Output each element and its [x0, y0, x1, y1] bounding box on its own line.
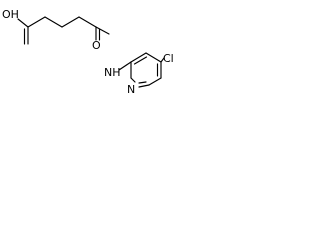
atom-label-nh: NH — [104, 66, 121, 79]
atom-label-carbonyl-o: O — [92, 39, 101, 52]
ring-bond-c6-n-inner — [138, 81, 147, 84]
ring-bond-c5-c6 — [148, 77, 162, 86]
ring-bond-c3-c4 — [145, 52, 162, 63]
bond-chain-4 — [78, 16, 97, 28]
ring-bond-n-side — [130, 77, 136, 83]
ring-bond-c2-c3 — [130, 52, 147, 63]
bond-nh-to-ring — [118, 61, 132, 71]
bond-ring-to-cl — [160, 57, 165, 63]
atom-label-oh: OH — [2, 8, 19, 21]
bond-chain-3 — [61, 16, 80, 28]
bond-chain-2 — [44, 16, 63, 28]
bond-oh-to-carboxyl-carbon — [17, 18, 29, 28]
bond-amide-c-to-nh — [95, 26, 110, 35]
atom-label-ring-n: N — [127, 83, 135, 96]
ring-bond-c6-n — [138, 84, 150, 88]
atom-label-cl: Cl — [163, 52, 174, 65]
bond-chain-1 — [27, 16, 46, 28]
ring-bond-c2-c3-inner — [133, 56, 148, 65]
molecule-structure-diagram: OH O NH N Cl — [2, 8, 174, 96]
